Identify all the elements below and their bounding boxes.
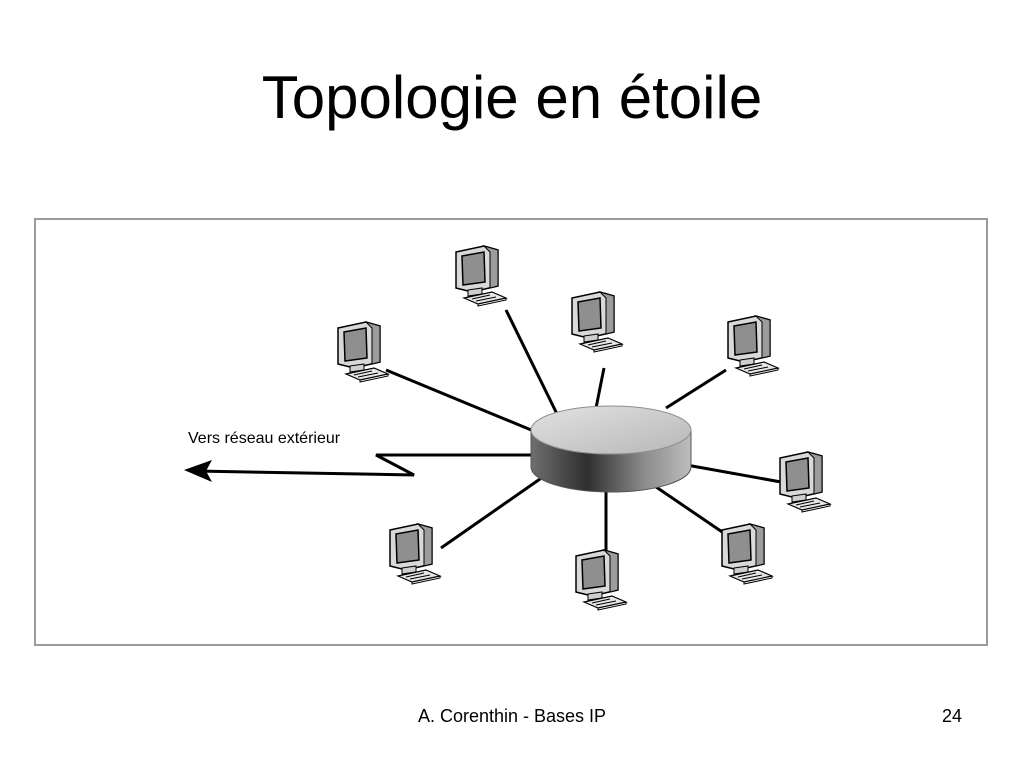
link-computer-1 <box>385 368 537 434</box>
external-link-label: Vers réseau extérieur <box>188 430 341 447</box>
link-computer-5 <box>680 462 782 484</box>
computer-icon <box>779 451 831 513</box>
computer-icon <box>571 291 623 353</box>
computer-icon <box>455 245 507 307</box>
hub-icon <box>530 405 692 493</box>
link-computer-4 <box>665 368 727 410</box>
link-computer-3 <box>594 367 606 409</box>
computer-icon <box>337 321 389 383</box>
footer-author: A. Corenthin - Bases IP <box>417 706 607 726</box>
star-topology-figure: Vers réseau extérieur <box>34 218 988 646</box>
link-computer-8 <box>440 470 551 550</box>
computer-icon <box>721 523 773 585</box>
link-computer-2 <box>504 309 560 417</box>
page-number: 24 <box>941 706 962 726</box>
star-topology-diagram: Vers réseau extérieur <box>184 245 831 611</box>
external-link-arrow <box>184 453 536 482</box>
slide-title: Topologie en étoile <box>261 64 763 131</box>
computer-icon <box>389 523 441 585</box>
computer-icon <box>575 549 627 611</box>
computer-icon <box>727 315 779 377</box>
